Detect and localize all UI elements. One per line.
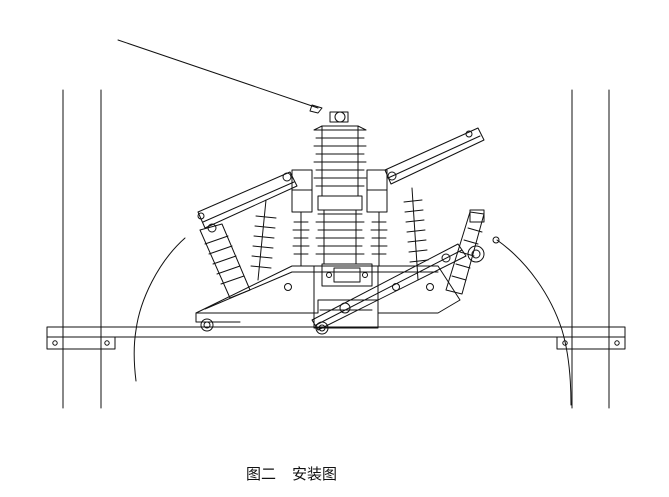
breaker-body [313, 263, 379, 329]
right-arc [496, 239, 572, 406]
central-insulator [313, 111, 367, 265]
left-lever-arm [197, 171, 298, 229]
post-insulator-left [292, 211, 310, 267]
arrester-right [403, 187, 429, 281]
pole-left [62, 89, 102, 409]
right-lever-arm [384, 127, 485, 185]
figure-caption: 图二 安装图 [0, 463, 669, 485]
terminal-left [291, 169, 313, 213]
figure-number: 图二 [246, 465, 277, 483]
diagonal-tie-bar [311, 243, 467, 331]
cross-arm [46, 326, 626, 350]
mounting-bracket [195, 265, 461, 323]
installation-drawing [46, 39, 626, 409]
fuse-insulator-left [199, 223, 251, 299]
terminal-right [366, 169, 388, 213]
operating-pull-rod [117, 39, 319, 109]
post-insulator-right [370, 211, 388, 267]
fuse-insulator-right [445, 209, 500, 295]
figure-title: 安装图 [292, 465, 338, 483]
left-arc [133, 237, 186, 382]
rod-hook [309, 104, 323, 114]
arrester-left [250, 199, 277, 281]
pole-right [571, 89, 610, 409]
